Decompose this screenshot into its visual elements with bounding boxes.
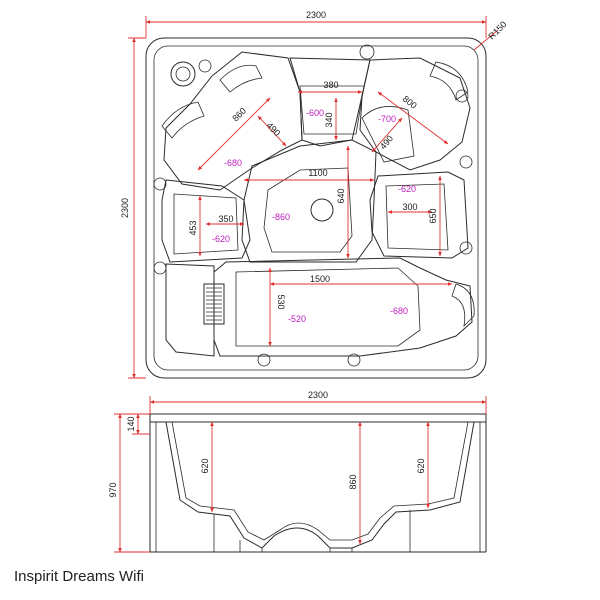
depth-right: -620 [398,184,416,194]
seat-right-width-label: 300 [402,202,417,212]
control-vent [203,283,225,325]
seat-left-height-label: 453 [188,220,198,235]
seat-left-width-label: 350 [218,214,233,224]
seat-left [161,179,251,263]
seat-right-inner [385,183,449,251]
side-overall-width-label: 2300 [308,390,328,400]
center-height-label: 640 [336,188,346,203]
lounger [213,257,473,357]
seat-b-depth-label: 380 [323,80,338,90]
support-posts [213,510,411,552]
shell-inner-outline [153,45,479,371]
seat-a-headrest-2 [161,101,205,139]
seat-b [289,57,371,147]
seat-right [369,171,469,259]
center-width-label: 1100 [308,168,327,178]
seat-a-headrest [219,64,263,93]
lounger-base-left [165,263,215,357]
seat-left-inner [173,193,239,255]
side-lip-label: 140 [126,416,136,431]
seat-a [163,51,303,191]
lounger-inner [235,267,421,347]
depth-center: -860 [272,212,290,222]
filter-cap [170,61,196,87]
seat-a-length-label: 860 [230,106,248,124]
lounger-pillow [451,283,475,328]
depth-left: -620 [212,234,230,244]
depth-lounger-foot: -680 [390,306,408,316]
depth-lounger-head: -520 [288,314,306,324]
side-seat-depth-right-label: 620 [416,458,426,473]
top-overall-height-label: 2300 [120,198,130,218]
side-interior-profile-inner [171,421,469,541]
top-view: 2300 2300 R150 860 490 380 340 800 490 1… [120,10,509,379]
lounger-width-label: 530 [276,294,286,309]
seat-c-headrest [429,61,469,101]
filter-cap-inner [175,66,191,82]
center-footwell [241,139,377,263]
seat-c-width-label: 490 [378,133,395,151]
top-overall-width-label: 2300 [306,10,326,20]
seat-right-height-label: 650 [428,208,438,223]
depth-seat-b: -600 [306,108,324,118]
rim-bumps [153,44,473,367]
corner-radius-label: R150 [486,19,508,41]
center-drain [310,198,334,222]
seat-a-width-label: 490 [265,120,283,138]
shell-outline [145,37,487,379]
side-seat-depth-left-label: 620 [200,458,210,473]
lounger-length-label: 1500 [310,274,330,284]
side-view: 2300 970 140 620 860 620 [108,390,487,553]
side-footwell-depth-label: 860 [348,474,358,489]
seat-b-inner [299,85,365,135]
product-caption: Inspirit Dreams Wifi [14,568,145,585]
depth-seat-a: -680 [224,158,242,168]
seat-c [359,57,471,171]
side-interior-profile [165,421,475,549]
seat-b-width-label: 340 [324,112,334,127]
depth-seat-c: -700 [378,114,396,124]
center-platform [263,167,353,253]
side-rim [149,413,487,423]
side-total-height-label: 970 [108,482,118,497]
